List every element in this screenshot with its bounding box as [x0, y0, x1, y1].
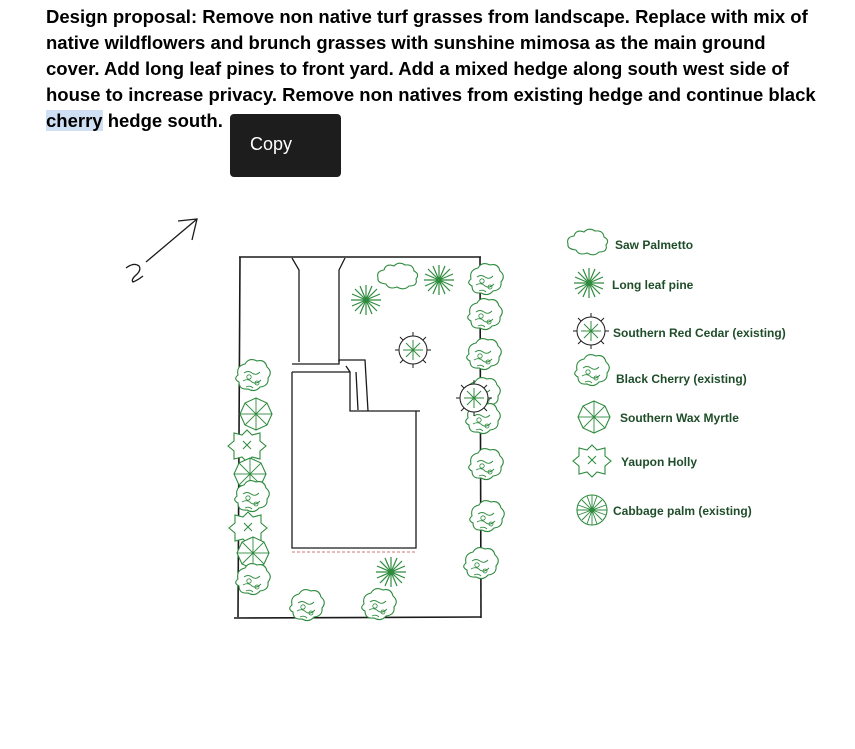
legend: Saw Palmetto Long leaf pine Southern Red…: [567, 228, 786, 526]
legend-label: Southern Wax Myrtle: [620, 411, 739, 425]
south-plants: [289, 587, 397, 622]
front-yard-plants: [350, 262, 455, 588]
legend-label: Saw Palmetto: [615, 238, 693, 252]
legend-label: Cabbage palm (existing): [613, 504, 752, 518]
legend-label: Yaupon Holly: [621, 455, 697, 469]
house-footprint: [291, 257, 420, 553]
proposal-text-before: Design proposal: Remove non native turf …: [46, 6, 816, 105]
west-mixed-hedge: [227, 358, 273, 596]
copy-label: Copy: [250, 134, 293, 154]
legend-label: Long leaf pine: [612, 278, 694, 292]
southern-red-cedar-icon: [572, 312, 610, 350]
yaupon-holly-icon: [572, 444, 612, 478]
copy-button[interactable]: Copy: [230, 114, 341, 177]
selected-text[interactable]: cherry: [46, 110, 103, 131]
legend-item-black-cherry: Black Cherry (existing): [574, 353, 747, 387]
legend-item-cabbage-palm: Cabbage palm (existing): [576, 494, 752, 526]
saw-palmetto-icon: [567, 228, 609, 256]
legend-item-southern-red-cedar: Southern Red Cedar (existing): [572, 312, 786, 350]
legend-label: Southern Red Cedar (existing): [613, 326, 786, 340]
proposal-text-after: hedge south.: [102, 110, 223, 131]
property-boundary: [233, 256, 482, 619]
black-cherry-icon: [574, 353, 610, 387]
long-leaf-pine-icon: [573, 267, 605, 299]
cabbage-palm-icon: [576, 494, 608, 526]
legend-item-southern-wax-myrtle: Southern Wax Myrtle: [577, 400, 739, 434]
design-proposal-text: Design proposal: Remove non native turf …: [46, 4, 816, 134]
legend-item-yaupon-holly: Yaupon Holly: [572, 444, 697, 478]
southern-wax-myrtle-icon: [577, 400, 611, 434]
north-arrow: [125, 218, 198, 283]
legend-item-saw-palmetto: Saw Palmetto: [567, 228, 693, 256]
legend-item-long-leaf-pine: Long leaf pine: [573, 267, 694, 299]
legend-label: Black Cherry (existing): [616, 372, 747, 386]
